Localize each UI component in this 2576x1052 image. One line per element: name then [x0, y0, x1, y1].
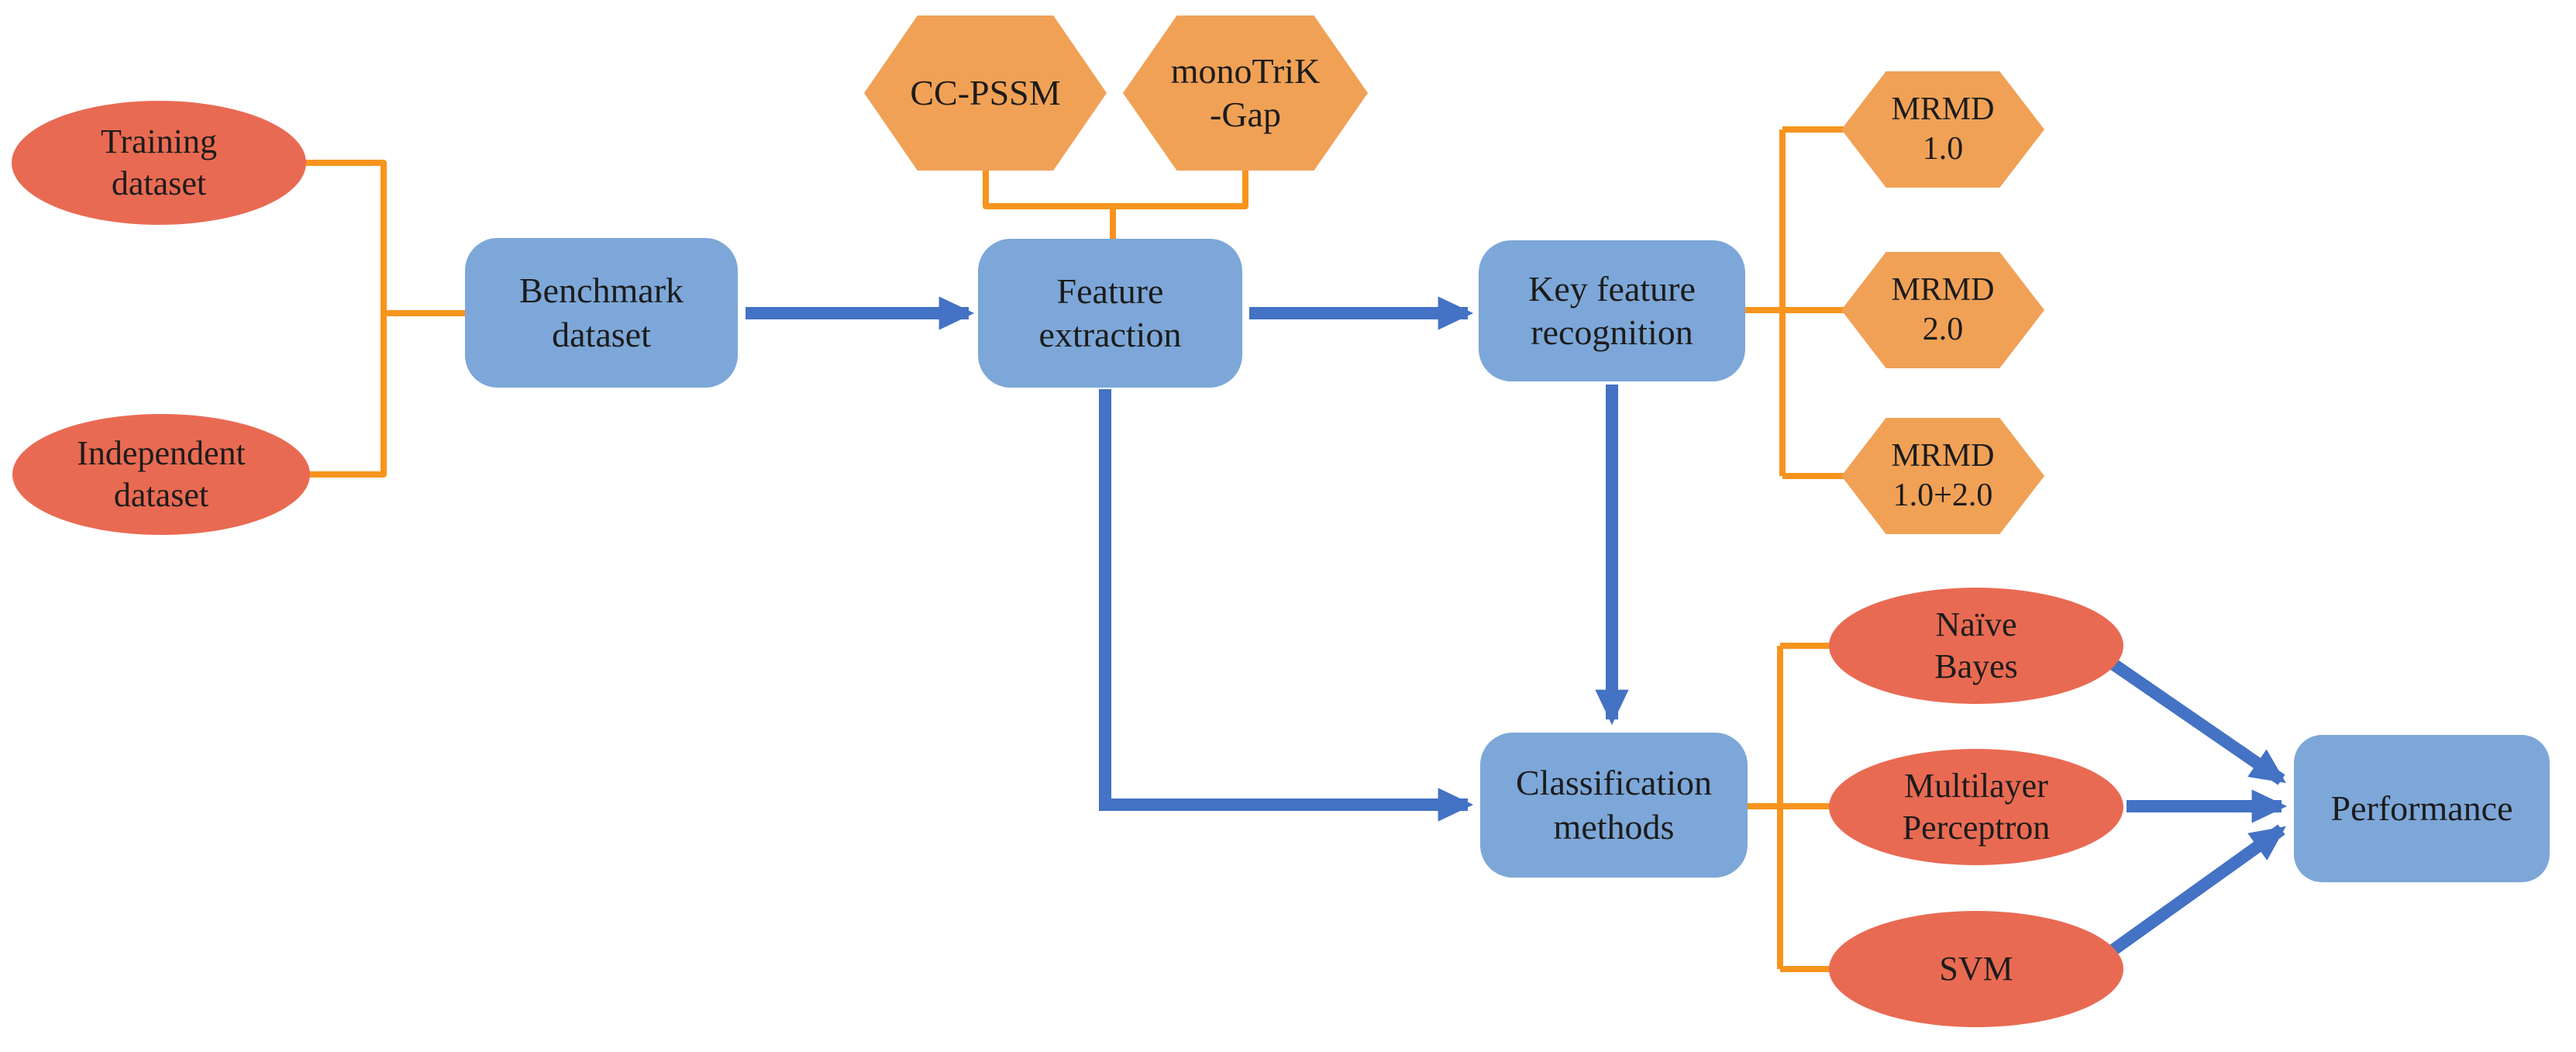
node-performance: Performance	[2294, 735, 2550, 882]
node-label: SVM	[1939, 950, 2013, 988]
node-classification-methods: Classification methods	[1480, 733, 1748, 878]
node-label: MRMD 2.0	[1891, 271, 1995, 347]
node-cc-pssm: CC-PSSM	[864, 16, 1107, 171]
node-mrmd-2: MRMD 2.0	[1841, 252, 2044, 368]
node-label: monoTriK -Gap	[1170, 50, 1321, 134]
node-naive-bayes: Naïve Bayes	[1829, 588, 2123, 704]
node-label: Classification methods	[1516, 763, 1712, 847]
node-svm: SVM	[1829, 911, 2123, 1027]
node-label: Independent dataset	[77, 434, 246, 514]
node-mrmd-1: MRMD 1.0	[1841, 71, 2044, 188]
node-training-dataset: Training dataset	[12, 101, 306, 225]
arrow-feature-to-classification	[1099, 389, 1474, 822]
node-label: Naïve Bayes	[1934, 605, 2018, 685]
connector-hexagons-to-feature-extraction	[983, 167, 1248, 242]
node-benchmark-dataset: Benchmark dataset	[465, 238, 738, 388]
node-label: Feature extraction	[1038, 271, 1182, 354]
node-label: MRMD 1.0+2.0	[1891, 437, 1995, 513]
node-mrmd-1-2: MRMD 1.0+2.0	[1841, 418, 2044, 534]
node-feature-extraction: Feature extraction	[978, 239, 1242, 388]
connector-keyfeature-to-mrmd	[1744, 126, 1846, 479]
node-label: MRMD 1.0	[1891, 91, 1995, 167]
node-label: Training dataset	[101, 122, 217, 202]
node-monotrik-gap: monoTriK -Gap	[1123, 16, 1368, 171]
node-label: Multilayer Perceptron	[1902, 767, 2051, 847]
node-label: Benchmark dataset	[518, 271, 684, 354]
connector-datasets-to-benchmark	[304, 160, 468, 478]
node-multilayer-perceptron: Multilayer Perceptron	[1829, 749, 2123, 865]
node-independent-dataset: Independent dataset	[12, 414, 310, 535]
connector-classification-to-classifiers	[1746, 643, 1834, 972]
node-label: Performance	[2330, 788, 2513, 828]
node-key-feature-recognition: Key feature recognition	[1479, 240, 1745, 381]
arrow-svm-to-performance	[2109, 824, 2286, 956]
node-label: CC-PSSM	[910, 72, 1061, 112]
node-label: Key feature recognition	[1528, 268, 1696, 352]
arrow-naivebayes-to-performance	[2109, 658, 2286, 785]
